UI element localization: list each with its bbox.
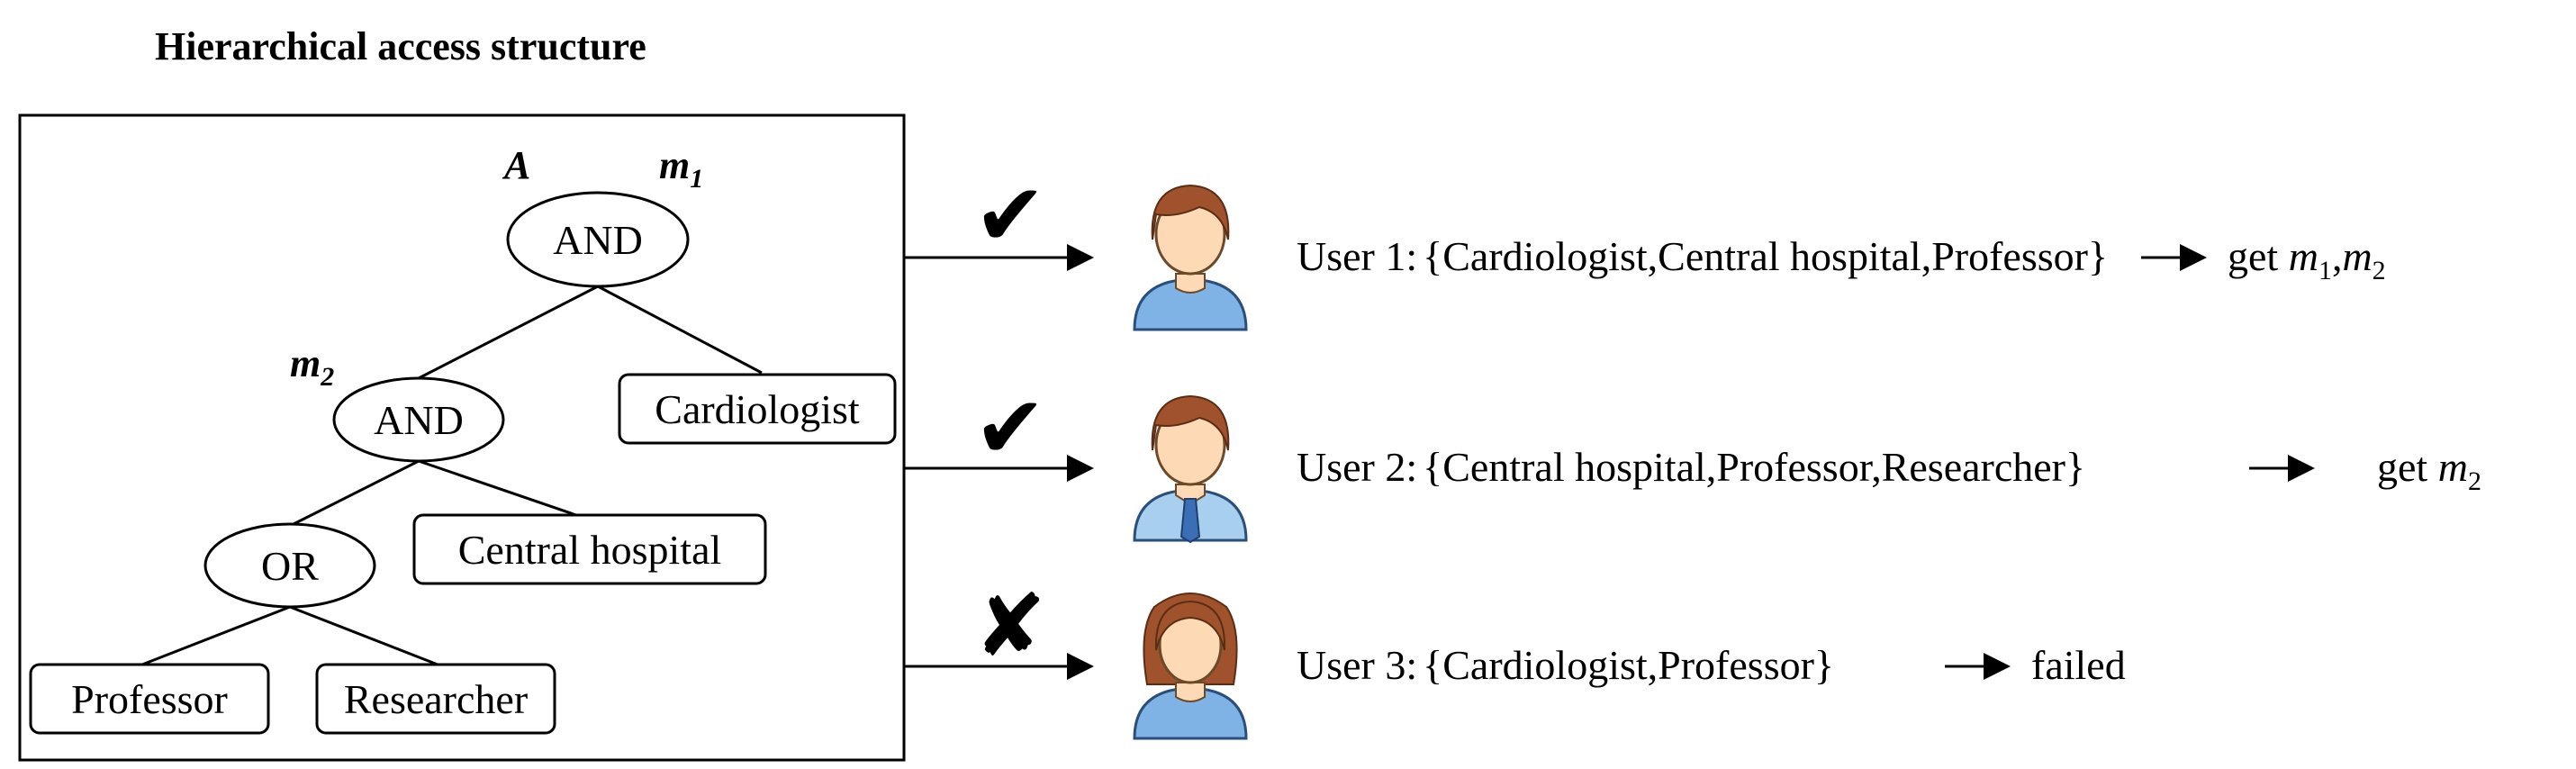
diagram-title: Hierarchical access structure xyxy=(155,24,646,68)
user-2-label: User 2: xyxy=(1297,444,1417,490)
middle-and-gate xyxy=(332,376,505,463)
researcher-label: Researcher xyxy=(344,676,528,722)
check-mark-icon: ✔ xyxy=(974,377,1046,478)
root-and-label: AND xyxy=(553,217,643,263)
user-2-avatar-icon xyxy=(1133,394,1248,544)
check-mark-icon: ✔ xyxy=(974,165,1046,266)
user-3-attributes: {Cardiologist,Professor} xyxy=(1423,642,1834,688)
professor-label: Professor xyxy=(71,676,228,722)
user-1-label: User 1: xyxy=(1297,233,1417,279)
access-tree-frame xyxy=(18,113,906,762)
user-3-avatar-icon xyxy=(1133,593,1248,740)
m1-label: m1 xyxy=(659,143,703,194)
professor-node xyxy=(29,663,270,735)
user-3-label: User 3: xyxy=(1297,642,1417,688)
root-variable-label: A xyxy=(502,143,530,187)
user-3-description: User 3:{Cardiologist,Professor} xyxy=(1297,642,1834,688)
user-1-description: User 1:{Cardiologist,Central hospital,Pr… xyxy=(1297,233,2108,279)
or-gate xyxy=(203,522,376,609)
user-3-result: failed xyxy=(2031,642,2126,688)
root-and-gate xyxy=(506,191,690,288)
user-1-result: get m1,m2 xyxy=(2228,233,2386,285)
user-1-avatar-icon xyxy=(1133,184,1248,331)
tree-edges xyxy=(141,285,763,666)
user-2-result: get m2 xyxy=(2377,444,2481,496)
cross-mark-icon: ✘ xyxy=(974,575,1046,676)
researcher-node xyxy=(315,663,556,735)
m2-label: m2 xyxy=(290,341,334,392)
cardiologist-label: Cardiologist xyxy=(655,386,860,432)
central-hospital-label: Central hospital xyxy=(458,527,722,573)
cardiologist-node xyxy=(618,373,897,445)
or-label: OR xyxy=(261,543,319,589)
middle-and-label: AND xyxy=(374,397,464,443)
user-2-description: User 2:{Central hospital,Professor,Resea… xyxy=(1297,444,2085,490)
user-2-attributes: {Central hospital,Professor,Researcher} xyxy=(1423,444,2085,490)
central-hospital-node xyxy=(412,513,767,585)
user-1-attributes: {Cardiologist,Central hospital,Professor… xyxy=(1423,233,2108,279)
